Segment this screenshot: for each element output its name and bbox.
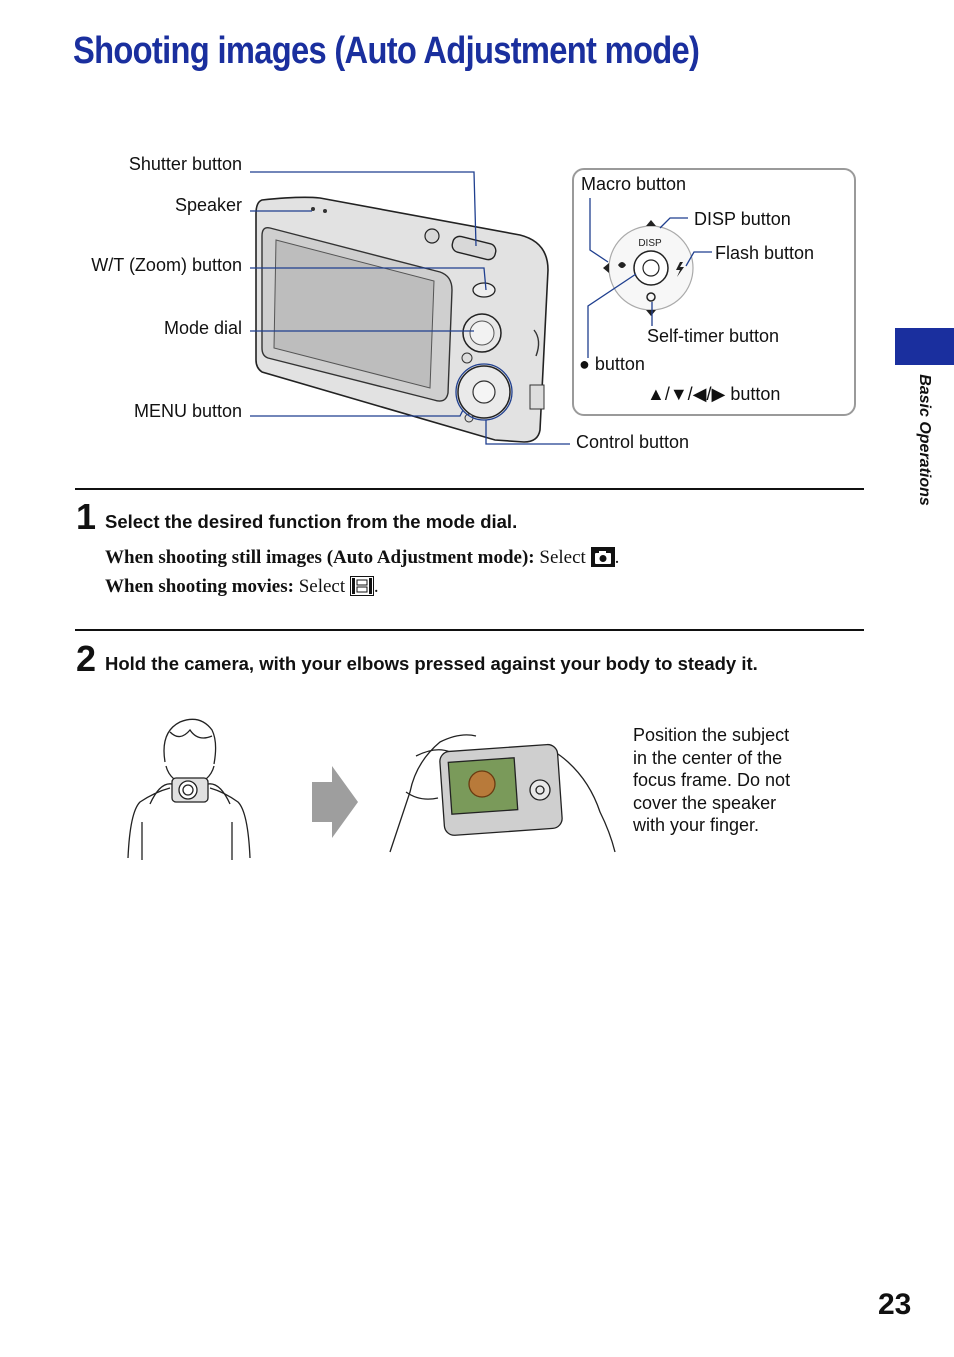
arrow-right-icon [312, 766, 358, 838]
step-1-movie-line: When shooting movies: Select . [105, 576, 379, 598]
control-button-label: Control button [576, 432, 690, 452]
step-2-number: 2 [76, 638, 97, 679]
leader-lines [250, 171, 570, 445]
movie-lead: When shooting movies: [105, 576, 294, 597]
person-figure [127, 718, 251, 860]
step-1-heading: Select the desired function from the mod… [105, 511, 518, 532]
disp-print: DISP [638, 238, 662, 249]
film-icon [349, 576, 374, 596]
note-line: cover the speaker [633, 792, 777, 813]
step-2-note: Position the subject in the center of th… [633, 724, 823, 837]
mode-dial-label: Mode dial [163, 318, 242, 338]
step-2-heading: Hold the camera, with your elbows presse… [105, 653, 758, 674]
hands-with-camera [389, 734, 616, 853]
camera-icon [590, 547, 615, 567]
control-callout-box [572, 168, 856, 416]
section-tab-marker [895, 328, 954, 365]
control-pad-illustration: DISP [603, 220, 694, 316]
note-line: in the center of the [633, 747, 783, 768]
movie-select: Select [298, 576, 346, 597]
note-line: Position the subject [633, 725, 790, 745]
arrow-buttons-label: ▲/▼/◀/▶ button [647, 384, 781, 404]
macro-button-label: Macro button [581, 174, 687, 194]
callout-leaders [587, 198, 712, 358]
camera-body-illustration [255, 196, 549, 443]
page-title: Shooting images (Auto Adjustment mode) [73, 30, 700, 72]
flash-button-label: Flash button [715, 243, 815, 263]
speaker-label: Speaker [174, 195, 242, 215]
disp-button-label: DISP button [694, 209, 791, 229]
menu-button-label: MENU button [133, 401, 242, 421]
step-1-rule [75, 488, 864, 490]
note-line: with your finger. [633, 815, 760, 835]
self-timer-button-label: Self-timer button [647, 326, 780, 346]
still-lead: When shooting still images (Auto Adjustm… [105, 547, 535, 568]
page-number: 23 [878, 1288, 912, 1321]
step-2-rule [75, 629, 864, 631]
holding-camera-illustration [127, 718, 616, 860]
still-end: . [614, 547, 620, 568]
movie-end: . [373, 576, 379, 597]
center-button-label: ● button [579, 354, 645, 374]
zoom-button-label: W/T (Zoom) button [91, 255, 242, 275]
shutter-button-label: Shutter button [128, 154, 242, 174]
step-1-still-line: When shooting still images (Auto Adjustm… [105, 547, 619, 569]
step-1-number: 1 [76, 496, 97, 537]
still-select: Select [539, 547, 586, 568]
note-line: focus frame. Do not [633, 770, 791, 790]
camera-diagram: DISP [250, 171, 712, 445]
